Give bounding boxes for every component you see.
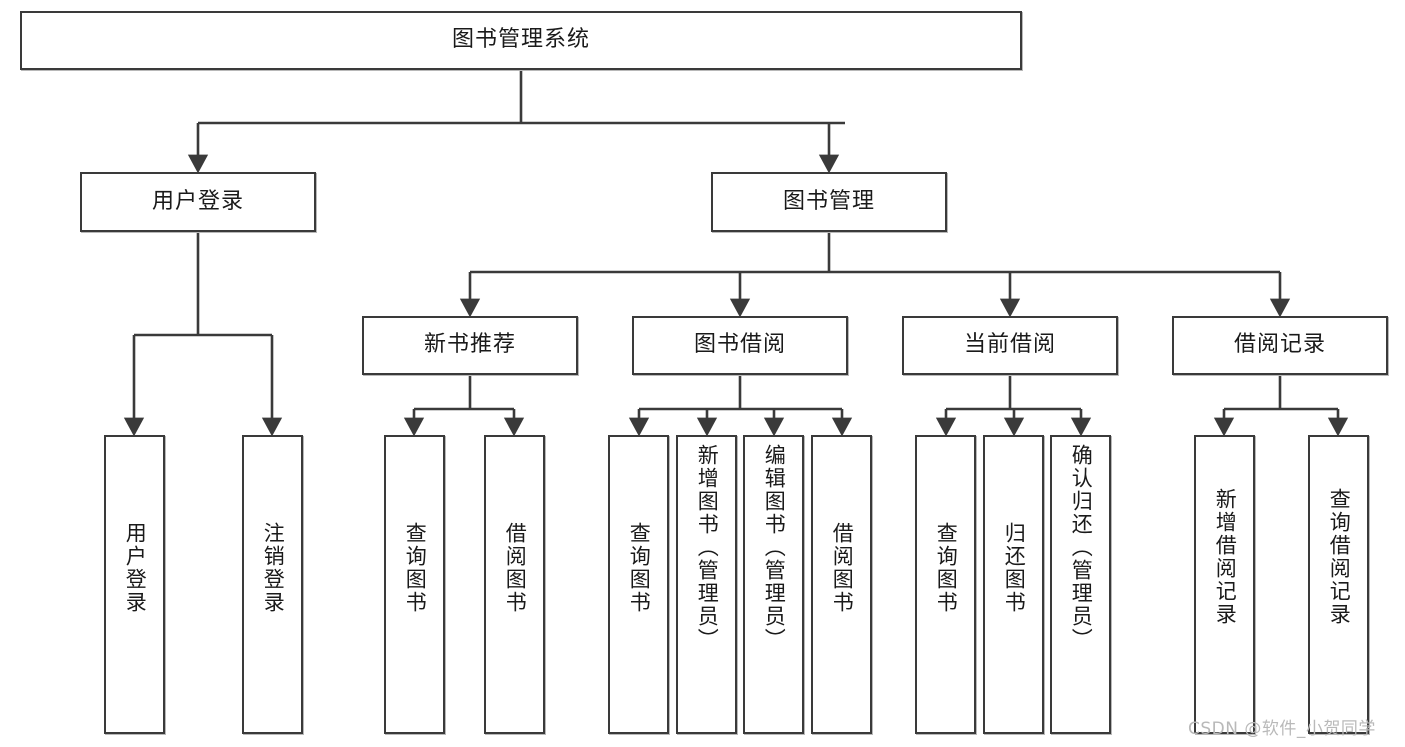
node-label: 图书管理系统 [451, 27, 590, 53]
node-label: 新增借阅记录 [1213, 488, 1238, 626]
node-label: 借阅图书 [503, 522, 528, 614]
node-book-borrow[interactable]: 图书借阅 [632, 316, 848, 375]
leaf-record-query-borrow-record[interactable]: 查询借阅记录 [1308, 435, 1369, 734]
node-root-book-management-system[interactable]: 图书管理系统 [20, 11, 1022, 70]
leaf-borrow-borrow-book[interactable]: 借阅图书 [811, 435, 872, 734]
leaf-record-add-borrow-record[interactable]: 新增借阅记录 [1194, 435, 1255, 734]
node-label: 编辑图书（管理员） [762, 444, 787, 651]
node-label: 用户登录 [151, 188, 244, 214]
node-new-book-recommend[interactable]: 新书推荐 [362, 316, 578, 375]
leaf-new-book-query-book[interactable]: 查询图书 [384, 435, 445, 734]
leaf-current-return-book[interactable]: 归还图书 [983, 435, 1044, 734]
node-borrow-record[interactable]: 借阅记录 [1172, 316, 1388, 375]
leaf-user-login-login[interactable]: 用户登录 [104, 435, 165, 734]
node-book-management[interactable]: 图书管理 [711, 172, 947, 232]
node-label: 新书推荐 [423, 332, 516, 358]
node-label: 注销登录 [261, 522, 286, 614]
node-label: 归还图书 [1002, 522, 1027, 614]
node-label: 查询图书 [403, 522, 428, 614]
leaf-borrow-edit-book-admin[interactable]: 编辑图书（管理员） [743, 435, 804, 734]
node-user-login[interactable]: 用户登录 [80, 172, 316, 232]
node-label: 借阅图书 [830, 522, 855, 614]
node-label: 查询借阅记录 [1327, 488, 1352, 626]
node-label: 借阅记录 [1233, 332, 1326, 358]
leaf-current-confirm-return-admin[interactable]: 确认归还（管理员） [1050, 435, 1111, 734]
leaf-current-query-book[interactable]: 查询图书 [915, 435, 976, 734]
node-label: 查询图书 [934, 522, 959, 614]
node-label: 用户登录 [123, 522, 148, 614]
node-label: 查询图书 [627, 522, 652, 614]
node-label: 确认归还（管理员） [1069, 444, 1094, 651]
csdn-watermark: CSDN @软件_小贺同学 [1188, 719, 1376, 739]
node-label: 当前借阅 [963, 332, 1056, 358]
node-label: 图书管理 [782, 188, 875, 214]
node-label: 新增图书（管理员） [695, 444, 720, 651]
leaf-user-login-logout[interactable]: 注销登录 [242, 435, 303, 734]
node-current-borrow[interactable]: 当前借阅 [902, 316, 1118, 375]
node-label: 图书借阅 [693, 332, 786, 358]
leaf-borrow-query-book[interactable]: 查询图书 [608, 435, 669, 734]
leaf-borrow-add-book-admin[interactable]: 新增图书（管理员） [676, 435, 737, 734]
leaf-new-book-borrow-book[interactable]: 借阅图书 [484, 435, 545, 734]
